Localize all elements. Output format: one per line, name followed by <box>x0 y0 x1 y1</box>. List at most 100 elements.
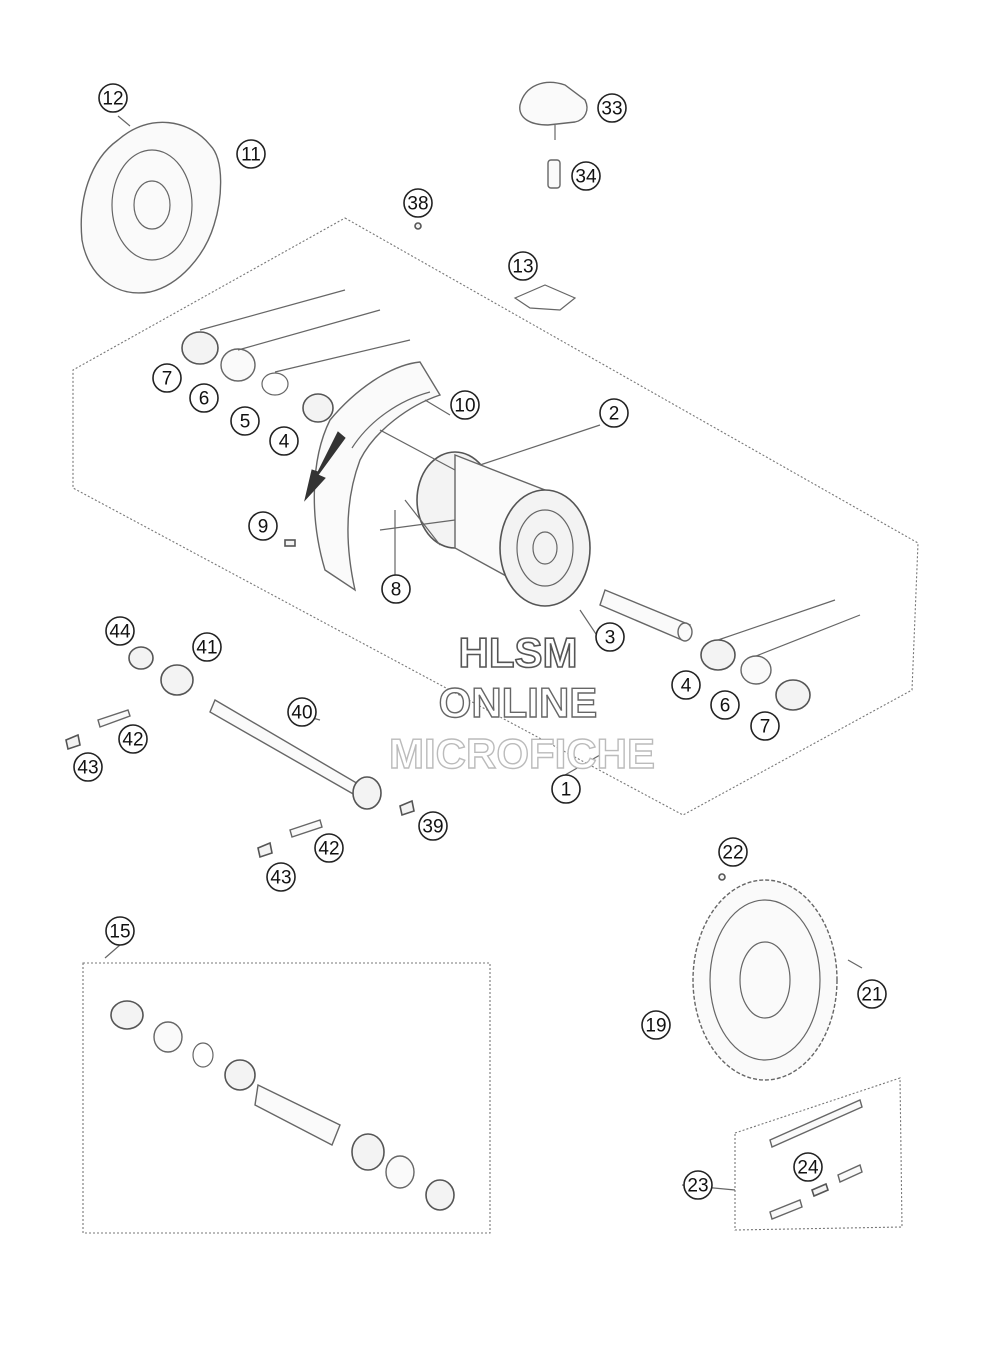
hub-spacer-tube <box>599 589 693 642</box>
callout-1: 1 <box>551 774 581 804</box>
callout-circle <box>73 752 103 782</box>
callout-number: 38 <box>407 194 428 215</box>
callout-number: 1 <box>561 780 572 801</box>
callout-circle <box>571 161 601 191</box>
callout-circle <box>595 622 625 652</box>
callout-number: 6 <box>720 696 731 717</box>
chain-adjusters <box>65 709 415 859</box>
callout-5: 5 <box>230 406 260 436</box>
brake-disc <box>80 121 222 294</box>
callout-38: 38 <box>403 188 433 218</box>
valve-cap <box>519 81 588 140</box>
callout-19: 19 <box>641 1010 671 1040</box>
callout-12: 12 <box>98 83 128 113</box>
rim-lock <box>513 284 577 311</box>
callout-10: 10 <box>450 390 480 420</box>
callout-circle <box>508 251 538 281</box>
watermark-line-1: HLSM <box>459 629 578 676</box>
callout-circle <box>710 690 740 720</box>
callout-number: 19 <box>645 1016 666 1037</box>
callout-8: 8 <box>381 574 411 604</box>
callout-circle <box>551 774 581 804</box>
callout-number: 3 <box>605 628 616 649</box>
callout-circle <box>105 616 135 646</box>
callout-circle <box>287 697 317 727</box>
callout-circle <box>718 837 748 867</box>
callout-22: 22 <box>718 837 748 867</box>
callout-7: 7 <box>750 711 780 741</box>
callout-number: 33 <box>601 99 622 120</box>
callout-circle <box>381 574 411 604</box>
watermark-line-3: MICROFICHE <box>389 730 655 777</box>
callout-circle <box>192 632 222 662</box>
callout-13: 13 <box>508 251 538 281</box>
callout-21: 21 <box>857 979 887 1009</box>
callout-number: 5 <box>240 412 251 433</box>
left-spacer-stack <box>181 289 411 423</box>
watermark: HLSM ONLINE MICROFICHE <box>388 628 655 778</box>
wheel-axle <box>128 646 382 810</box>
callout-circle <box>230 406 260 436</box>
chain-frame <box>734 1077 903 1231</box>
wheel-hub <box>379 429 591 607</box>
callout-circle <box>641 1010 671 1040</box>
callout-number: 7 <box>162 369 173 390</box>
callout-number: 34 <box>575 167 597 188</box>
callout-circle <box>248 511 278 541</box>
callout-number: 6 <box>199 389 210 410</box>
callout-24: 24 <box>793 1152 823 1182</box>
callout-circle <box>98 83 128 113</box>
callout-number: 40 <box>291 703 312 724</box>
callout-number: 44 <box>109 622 131 643</box>
callout-43: 43 <box>266 862 296 892</box>
callout-circle <box>403 188 433 218</box>
callout-number: 4 <box>681 676 692 697</box>
callout-number: 11 <box>241 145 261 166</box>
callout-circle <box>450 390 480 420</box>
callout-number: 22 <box>722 843 743 864</box>
callout-number: 2 <box>609 404 620 425</box>
callout-number: 21 <box>861 985 882 1006</box>
callout-number: 23 <box>687 1176 708 1197</box>
callout-number: 8 <box>391 580 402 601</box>
right-spacer-stack <box>700 599 861 711</box>
callout-circle <box>599 398 629 428</box>
callout-circle <box>857 979 887 1009</box>
callout-number: 43 <box>77 758 98 779</box>
callout-circle <box>152 363 182 393</box>
callout-43: 43 <box>73 752 103 782</box>
callout-circle <box>671 670 701 700</box>
callout-circle <box>236 139 266 169</box>
kit-contents <box>110 1000 455 1211</box>
callout-number: 12 <box>102 89 123 110</box>
callout-4: 4 <box>671 670 701 700</box>
wheel-assembly-frame <box>72 217 919 816</box>
small-screw <box>414 222 422 230</box>
callout-3: 3 <box>595 622 625 652</box>
sprocket-nut <box>718 873 726 881</box>
callout-number: 24 <box>797 1158 819 1179</box>
callout-circle <box>266 862 296 892</box>
callout-33: 33 <box>597 93 627 123</box>
callout-number: 13 <box>512 257 533 278</box>
callout-40: 40 <box>287 697 317 727</box>
callout-circle <box>750 711 780 741</box>
callout-6: 6 <box>189 383 219 413</box>
spoke-nipple <box>284 539 296 547</box>
callout-number: 42 <box>318 839 339 860</box>
callout-number: 7 <box>760 717 771 738</box>
callout-42: 42 <box>314 833 344 863</box>
callout-number: 10 <box>454 396 475 417</box>
callout-9: 9 <box>248 511 278 541</box>
callout-circle <box>269 426 299 456</box>
callout-39: 39 <box>418 811 448 841</box>
callout-circle <box>314 833 344 863</box>
callout-11: 11 <box>236 139 266 169</box>
callout-34: 34 <box>571 161 601 191</box>
callout-number: 42 <box>122 730 143 751</box>
rotation-arrow <box>304 431 346 502</box>
rear-sprocket <box>692 879 838 1081</box>
